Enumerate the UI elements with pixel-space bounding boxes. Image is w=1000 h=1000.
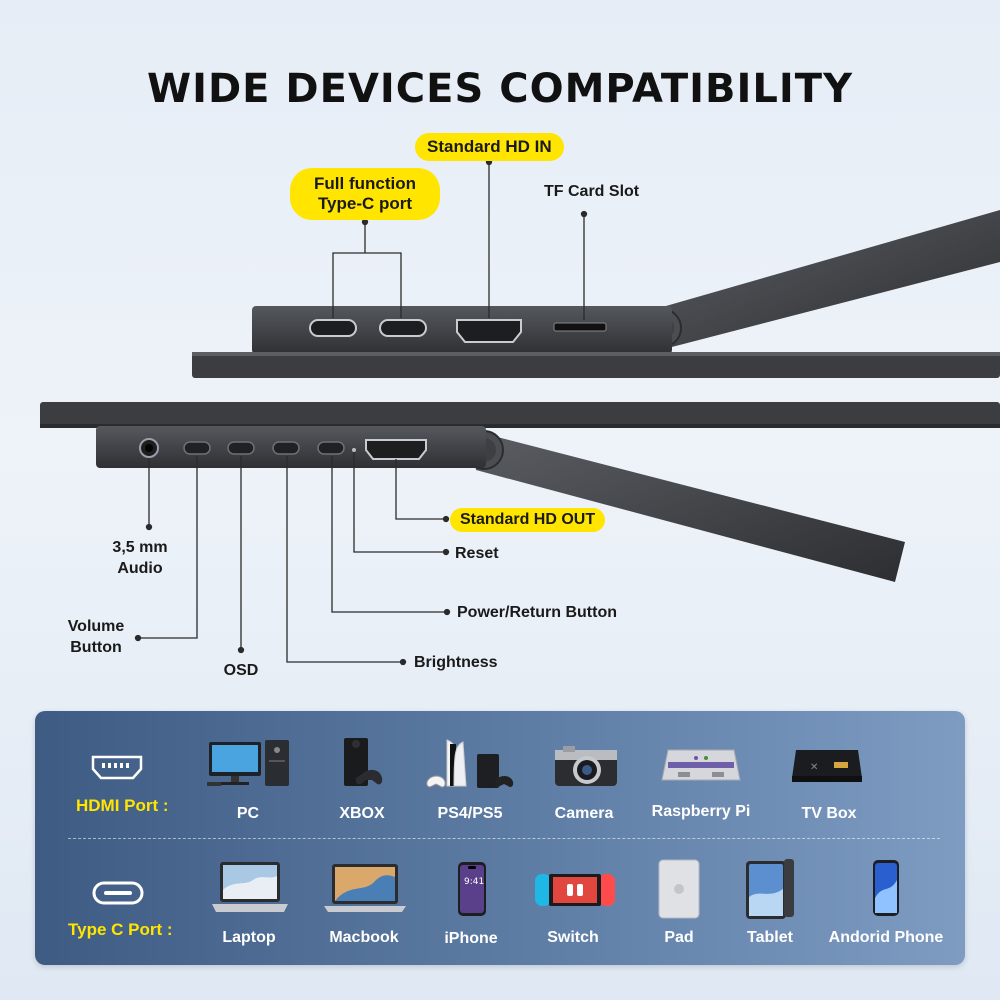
lower-port-panel xyxy=(96,426,486,468)
playstation-icon xyxy=(426,739,514,788)
device-label-xbox: XBOX xyxy=(339,805,385,822)
leader-lines xyxy=(134,158,588,666)
android-phone-icon xyxy=(873,860,899,916)
device-label-ps4-ps5: PS4/PS5 xyxy=(437,805,503,822)
upper-kickstand xyxy=(642,210,1000,348)
device-label-android-phone: Andorid Phone xyxy=(828,929,944,946)
camera-icon xyxy=(555,746,617,786)
page-title: WIDE DEVICES COMPATIBILITY xyxy=(146,66,854,112)
device-label-iphone: iPhone xyxy=(444,930,498,947)
tf-card-label: TF Card Slot xyxy=(544,183,640,200)
device-label-tv-box: TV Box xyxy=(801,805,857,822)
hd-in-callout: Standard HD IN xyxy=(415,133,564,161)
tablet-icon xyxy=(746,859,794,919)
volume-button-label: Volume Button xyxy=(67,618,125,656)
device-label-switch: Switch xyxy=(547,929,599,946)
pc-icon xyxy=(207,740,289,786)
macbook-icon xyxy=(324,864,406,912)
type-c-port-icon xyxy=(92,881,144,905)
audio-jack-label: 3,5 mm Audio xyxy=(112,539,168,577)
typec-row-title: Type C Port : xyxy=(68,920,173,939)
device-label-camera: Camera xyxy=(554,805,614,822)
device-label-pad: Pad xyxy=(664,929,694,946)
osd-label: OSD xyxy=(223,662,259,679)
device-label-tablet: Tablet xyxy=(747,929,793,946)
hdmi-port-icon xyxy=(91,755,143,780)
switch-icon xyxy=(535,874,615,906)
device-label-pc: PC xyxy=(236,805,260,822)
device-label-laptop: Laptop xyxy=(222,929,276,946)
monitor-ports-illustration xyxy=(40,158,1000,666)
typec-port-callout: Full function Type-C port xyxy=(290,168,440,220)
upper-port-panel xyxy=(192,306,1000,378)
iphone-icon: 9:41 xyxy=(458,862,486,916)
hd-out-callout: Standard HD OUT xyxy=(450,508,606,532)
hdmi-row-title: HDMI Port : xyxy=(76,796,169,815)
row-divider xyxy=(68,838,940,839)
power-button-label: Power/Return Button xyxy=(457,604,617,621)
brightness-label: Brightness xyxy=(414,654,498,671)
device-label-raspberry-pi: Raspberry Pi xyxy=(651,803,751,820)
tv-box-icon: ✕ xyxy=(792,750,862,782)
lower-screen-edge xyxy=(40,402,1000,428)
reset-label: Reset xyxy=(455,545,499,562)
xbox-icon xyxy=(344,738,383,786)
svg-text:✕: ✕ xyxy=(810,762,818,773)
svg-text:9:41: 9:41 xyxy=(464,877,484,887)
pad-icon xyxy=(658,859,700,919)
lower-kickstand xyxy=(464,430,905,582)
laptop-icon xyxy=(212,862,288,912)
raspberry-pi-icon xyxy=(661,749,741,781)
device-label-macbook: Macbook xyxy=(329,929,399,946)
